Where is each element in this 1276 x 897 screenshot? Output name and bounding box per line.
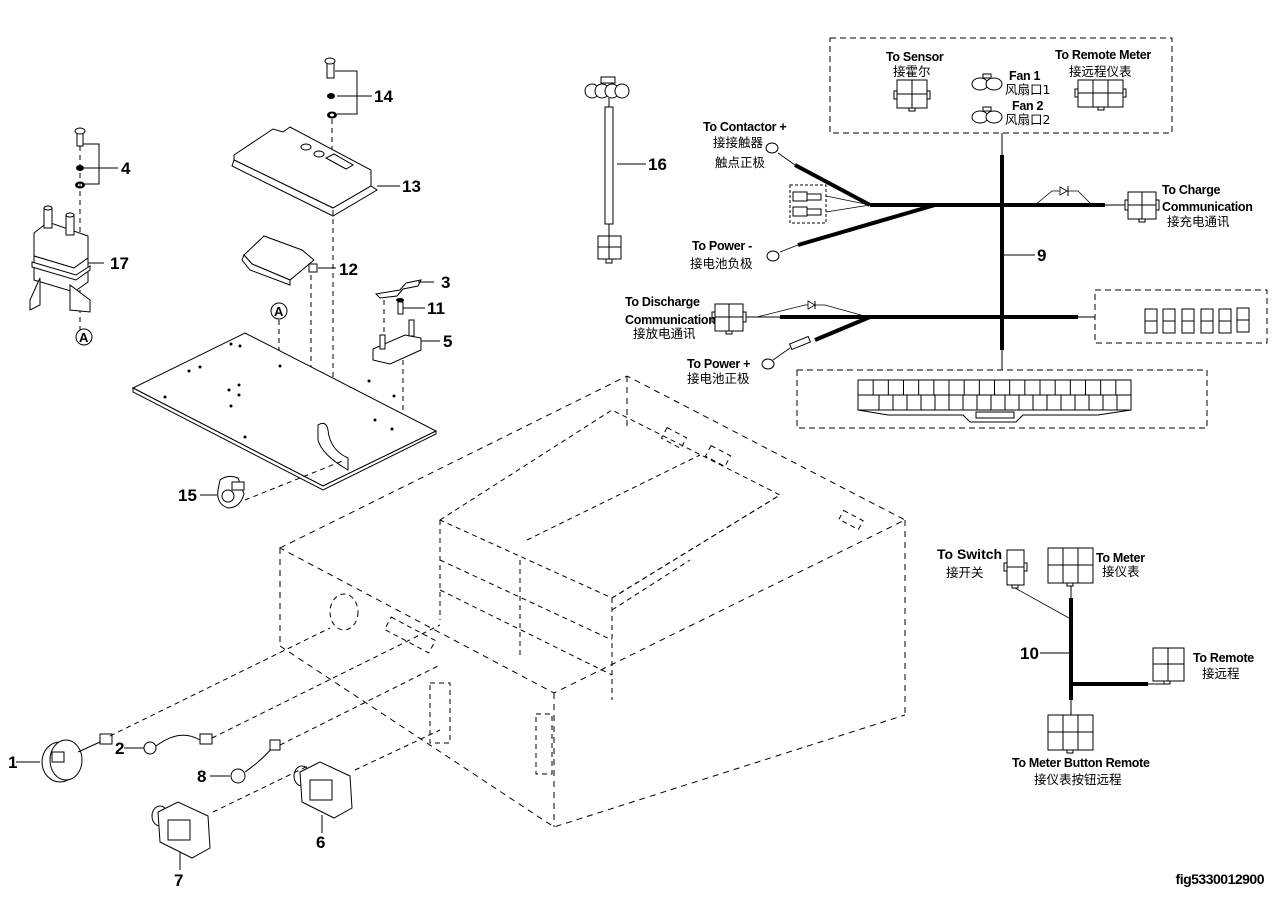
svg-text:To Remote Meter: To Remote Meter (1055, 48, 1151, 62)
svg-text:To Contactor +: To Contactor + (703, 120, 786, 134)
main-connector (857, 379, 1132, 423)
svg-text:接霍尔: 接霍尔 (893, 64, 931, 79)
svg-text:接远程仪表: 接远程仪表 (1069, 64, 1132, 79)
svg-text:接接触器: 接接触器 (713, 135, 764, 150)
svg-text:To Meter Button Remote: To Meter Button Remote (1012, 756, 1150, 770)
part-11-screw (396, 298, 425, 315)
svg-text:Communication: Communication (625, 313, 716, 327)
callout-15: 15 (178, 486, 197, 505)
reference-marker-a-1: A (75, 328, 93, 346)
svg-text:To Discharge: To Discharge (625, 295, 700, 309)
svg-text:接开关: 接开关 (946, 565, 984, 580)
part-3-fuse (374, 279, 434, 340)
connector-cell (857, 409, 1132, 423)
battery-box (278, 375, 907, 828)
svg-text:To Charge: To Charge (1162, 183, 1221, 197)
harness-10 (1003, 547, 1185, 754)
callout-12: 12 (339, 260, 358, 279)
part-14-screw-set (324, 57, 372, 210)
part-4-bolt-set (83, 143, 118, 185)
svg-text:风扇口2: 风扇口2 (1005, 112, 1050, 127)
svg-text:Fan 1: Fan 1 (1009, 69, 1040, 83)
svg-text:A: A (274, 304, 284, 319)
callout-14: 14 (374, 87, 393, 106)
part-6-display (293, 729, 441, 833)
harness-10-labels: To Switch 接开关 To Meter 接仪表 To Remote 接远程… (937, 546, 1255, 787)
harness-9-top-connector-group (829, 37, 1173, 134)
svg-text:To Power -: To Power - (692, 239, 752, 253)
callout-6: 6 (316, 833, 325, 852)
callout-10: 10 (1020, 644, 1039, 663)
part-16-cable (584, 76, 646, 264)
harness-9 (711, 37, 1268, 429)
svg-text:接远程: 接远程 (1202, 666, 1240, 681)
part-13-controller (231, 126, 400, 217)
callout-8: 8 (197, 767, 206, 786)
svg-text:To Meter: To Meter (1096, 551, 1145, 565)
svg-text:To Switch: To Switch (937, 546, 1002, 562)
svg-text:风扇口1: 风扇口1 (1005, 82, 1050, 97)
svg-text:Fan 2: Fan 2 (1012, 99, 1043, 113)
callout-2: 2 (115, 739, 124, 758)
svg-text:To Sensor: To Sensor (886, 50, 944, 64)
figure-id: fig5330012900 (1175, 871, 1265, 887)
mounting-plate (131, 332, 438, 491)
svg-text:接仪表按钮远程: 接仪表按钮远程 (1034, 772, 1122, 787)
part-1-gauge (16, 627, 331, 783)
callout-4: 4 (121, 159, 131, 178)
callout-11: 11 (427, 299, 445, 318)
part-8-connector (210, 664, 441, 784)
svg-text:接电池正极: 接电池正极 (687, 371, 750, 386)
part-2-connector (124, 624, 441, 755)
svg-text:To Power +: To Power + (687, 357, 750, 371)
svg-text:Communication: Communication (1162, 200, 1253, 214)
part-7-display (151, 764, 311, 870)
callout-5: 5 (443, 332, 452, 351)
connector-cell (975, 411, 1015, 419)
svg-text:接电池负极: 接电池负极 (690, 256, 753, 271)
svg-text:触点正极: 触点正极 (715, 155, 766, 170)
fuse-connectors-row (1144, 307, 1250, 334)
part-15-sensor (200, 459, 346, 509)
callout-9: 9 (1037, 246, 1046, 265)
svg-text:接放电通讯: 接放电通讯 (633, 326, 696, 341)
callout-17: 17 (110, 254, 129, 273)
callout-3: 3 (441, 273, 450, 292)
callout-7: 7 (174, 871, 183, 890)
svg-text:A: A (79, 330, 89, 345)
svg-text:接充电通讯: 接充电通讯 (1167, 214, 1230, 229)
svg-text:接仪表: 接仪表 (1102, 564, 1140, 579)
callout-13: 13 (402, 177, 421, 196)
svg-text:To Remote: To Remote (1193, 651, 1254, 665)
callout-1: 1 (8, 753, 17, 772)
callout-16: 16 (648, 155, 667, 174)
harness-9-labels: To Sensor 接霍尔 To Remote Meter 接远程仪表 Fan … (625, 48, 1253, 386)
part-17-contactor (29, 127, 104, 330)
